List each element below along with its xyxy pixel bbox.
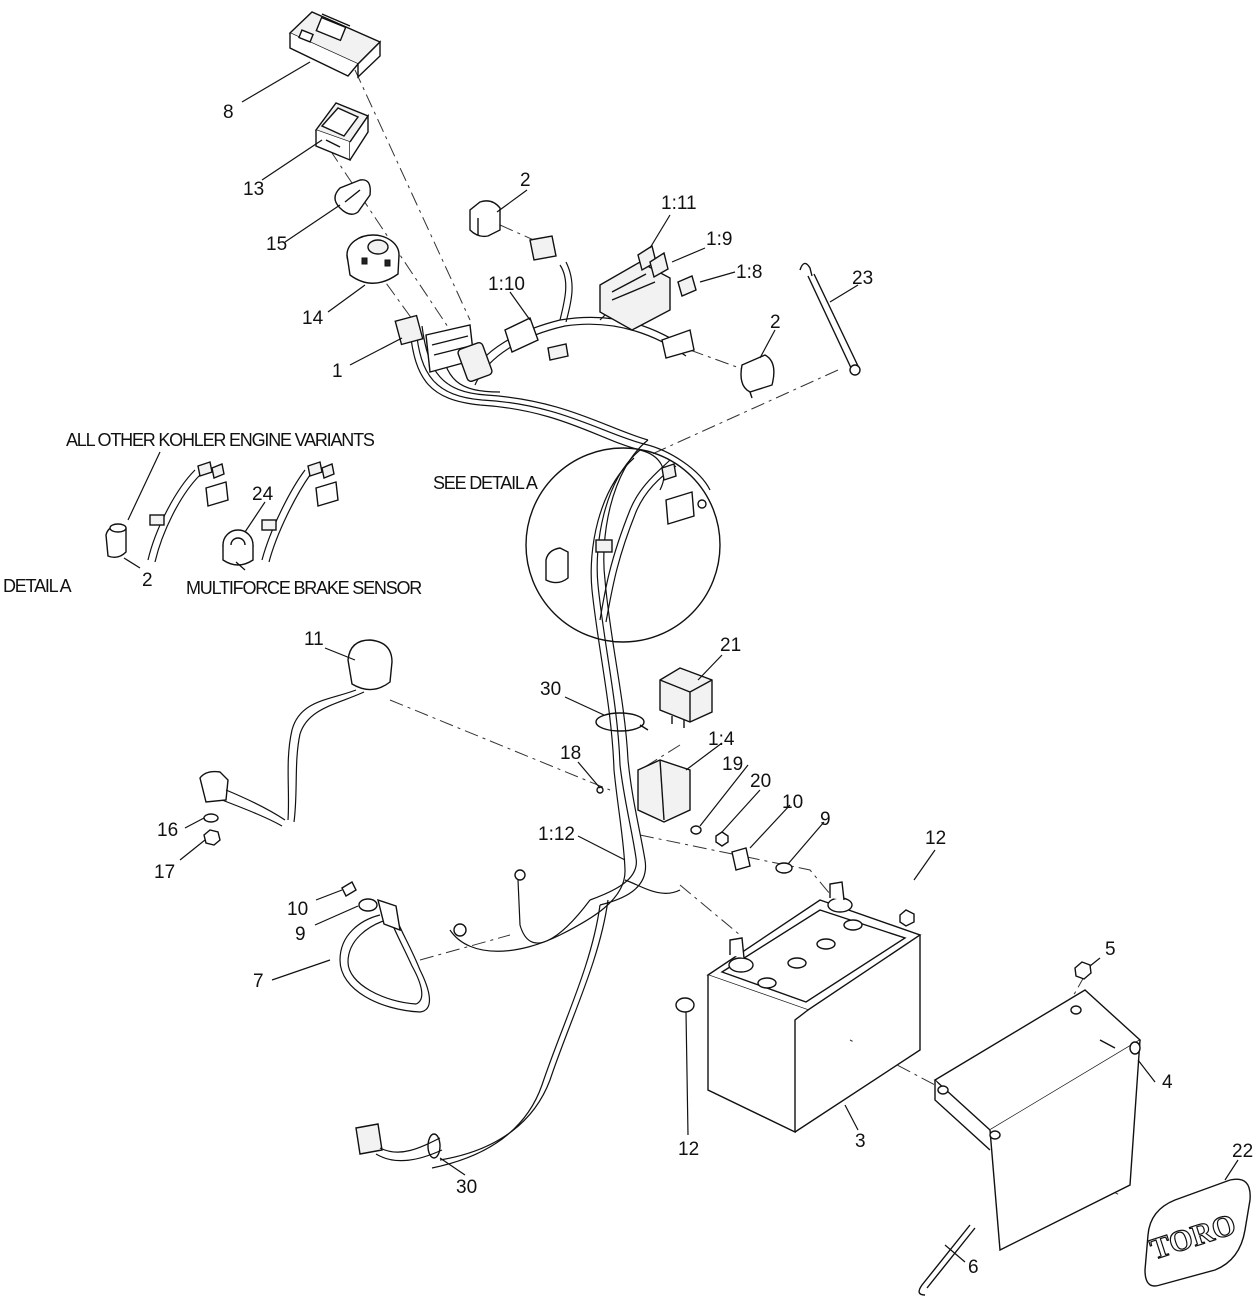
callout-4: 4	[1162, 1072, 1173, 1093]
callout-1-10: 1:10	[488, 274, 525, 295]
callout-16: 16	[157, 820, 178, 841]
callout-24: 24	[252, 484, 274, 505]
callout-1-9: 1:9	[706, 229, 732, 250]
callout-labels: 8 13 15 14 1 2 1:11 1:9 1:8 1:10 2 23 24…	[142, 102, 1253, 1278]
callout-8: 8	[223, 102, 234, 123]
hour-meter	[288, 11, 382, 79]
callout-21: 21	[720, 635, 741, 656]
battery	[675, 881, 922, 1134]
relay	[659, 667, 713, 728]
battery-tray	[933, 989, 1142, 1252]
callout-17: 17	[154, 862, 175, 883]
callout-10-upper: 10	[782, 792, 803, 813]
note-kohler-variants: ALL OTHER KOHLER ENGINE VARIANTS	[66, 430, 375, 450]
callout-23: 23	[852, 268, 873, 289]
note-see-detail-a: SEE DETAIL A	[433, 473, 538, 493]
fuses	[637, 244, 697, 297]
fuse-holder	[596, 759, 691, 823]
callout-1-8: 1:8	[736, 262, 762, 283]
hold-down-rod	[918, 1224, 976, 1296]
callout-9-lower: 9	[295, 924, 306, 945]
ignition-switch	[346, 234, 400, 284]
sensor-connector-top	[469, 200, 501, 238]
callout-11: 11	[304, 629, 324, 650]
diagram-notes: ALL OTHER KOHLER ENGINE VARIANTS SEE DET…	[3, 430, 539, 598]
callout-14: 14	[302, 308, 324, 329]
note-detail-a: DETAIL A	[3, 576, 72, 596]
leader-lines	[123, 61, 1239, 1263]
callout-18: 18	[560, 743, 581, 764]
callout-1: 1	[332, 361, 343, 382]
callout-15: 15	[266, 234, 287, 255]
terminal-hardware	[690, 825, 793, 874]
main-wire-harness	[409, 261, 711, 1169]
callout-1-11: 1:11	[661, 193, 697, 214]
detail-a-circle	[525, 447, 721, 643]
callout-22: 22	[1232, 1141, 1253, 1162]
callout-6: 6	[968, 1257, 979, 1278]
tray-nut	[1074, 961, 1092, 980]
positive-cable	[199, 639, 393, 827]
callout-1-4: 1:4	[708, 729, 735, 750]
cable-tie-lower	[355, 1123, 443, 1162]
callout-12-lower: 12	[678, 1139, 699, 1160]
negative-cable	[339, 881, 430, 1013]
callout-10-lower: 10	[287, 899, 308, 920]
callout-20: 20	[750, 771, 771, 792]
callout-30-lower: 30	[456, 1177, 477, 1198]
callout-12-upper: 12	[925, 828, 946, 849]
callout-9-upper: 9	[820, 809, 831, 830]
callout-30-upper: 30	[540, 679, 561, 700]
harness-connectors	[394, 235, 695, 382]
sensor-connector-right	[740, 354, 775, 399]
callout-19: 19	[722, 754, 743, 775]
ignition-key	[334, 179, 371, 215]
ground-strap	[799, 262, 861, 376]
callout-13: 13	[243, 179, 264, 200]
callout-2-right: 2	[770, 312, 781, 333]
rocker-switch	[314, 102, 370, 162]
callout-3: 3	[855, 1131, 866, 1152]
detail-a-inset	[105, 461, 339, 566]
callout-2-top: 2	[520, 170, 531, 191]
cable-tie-upper	[595, 712, 649, 732]
note-multiforce-brake-sensor: MULTIFORCE BRAKE SENSOR	[186, 578, 422, 598]
callout-2-detail: 2	[142, 570, 153, 591]
callout-1-12: 1:12	[538, 824, 575, 845]
callout-5: 5	[1105, 939, 1116, 960]
washer-and-nut	[203, 813, 221, 846]
toro-decal: TORO	[1144, 1178, 1251, 1287]
callout-7: 7	[253, 971, 264, 992]
